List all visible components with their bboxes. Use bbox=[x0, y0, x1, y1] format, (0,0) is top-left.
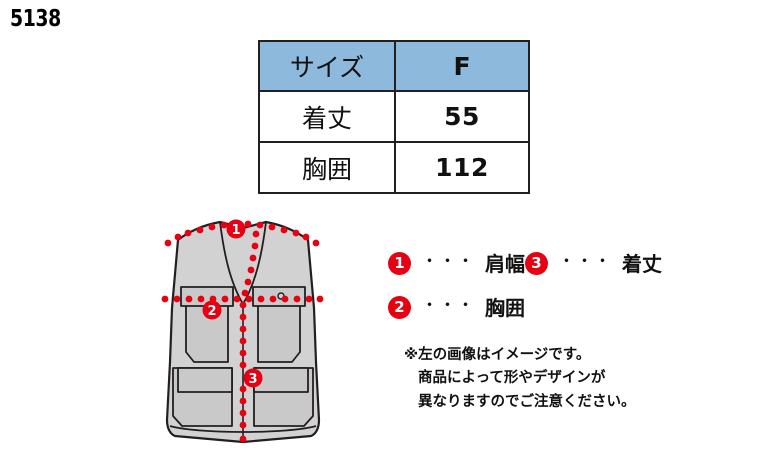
table-cell-value-length: 55 bbox=[394, 90, 530, 143]
legend-badge-1: 1 bbox=[388, 252, 411, 275]
measurement-markers bbox=[161, 220, 324, 443]
svg-text:3: 3 bbox=[248, 372, 257, 387]
legend-label-length: 着丈 bbox=[622, 251, 662, 276]
diagram-badge-3: 3 bbox=[243, 368, 263, 388]
table-cell-value-chest: 112 bbox=[394, 141, 530, 194]
legend-badge-2: 2 bbox=[388, 296, 411, 319]
table-header-row: サイズ F bbox=[258, 40, 530, 92]
legend-badge-3: 3 bbox=[525, 252, 548, 275]
product-code: 5138 bbox=[10, 6, 61, 32]
legend-dots: ・・・ bbox=[421, 251, 475, 272]
legend-dots: ・・・ bbox=[558, 251, 612, 272]
note-line-1: ※左の画像はイメージです。 bbox=[404, 347, 591, 363]
legend-dots: ・・・ bbox=[421, 295, 475, 316]
size-table: サイズ F 着丈 55 胸囲 112 bbox=[258, 40, 530, 194]
legend-item-shoulder-width: 1 ・・・ 肩幅 bbox=[388, 252, 525, 275]
svg-text:1: 1 bbox=[231, 223, 240, 238]
vest-diagram: 1 2 3 bbox=[148, 212, 338, 457]
diagram-badge-2: 2 bbox=[202, 300, 222, 320]
vest-body-shape bbox=[165, 220, 321, 444]
legend-label-chest: 胸囲 bbox=[485, 295, 525, 320]
table-cell-label-length: 着丈 bbox=[258, 90, 396, 143]
note-line-3: 異なりますのでご注意ください。 bbox=[418, 393, 636, 410]
table-header-size: サイズ bbox=[258, 40, 396, 92]
legend-item-chest: 2 ・・・ 胸囲 bbox=[388, 296, 525, 319]
table-row: 着丈 55 bbox=[258, 90, 530, 143]
svg-text:2: 2 bbox=[207, 304, 216, 319]
table-header-f: F bbox=[394, 40, 530, 92]
legend-item-length: 3 ・・・ 着丈 bbox=[525, 252, 662, 275]
note-line-2: 商品によって形やデザインが bbox=[418, 370, 606, 387]
diagram-badge-1: 1 bbox=[226, 219, 246, 239]
disclaimer-note: ※左の画像はイメージです。 商品によって形やデザインが 異なりますのでご注意くだ… bbox=[404, 344, 636, 414]
legend-label-shoulder-width: 肩幅 bbox=[485, 251, 525, 276]
table-cell-label-chest: 胸囲 bbox=[258, 141, 396, 194]
table-row: 胸囲 112 bbox=[258, 141, 530, 194]
